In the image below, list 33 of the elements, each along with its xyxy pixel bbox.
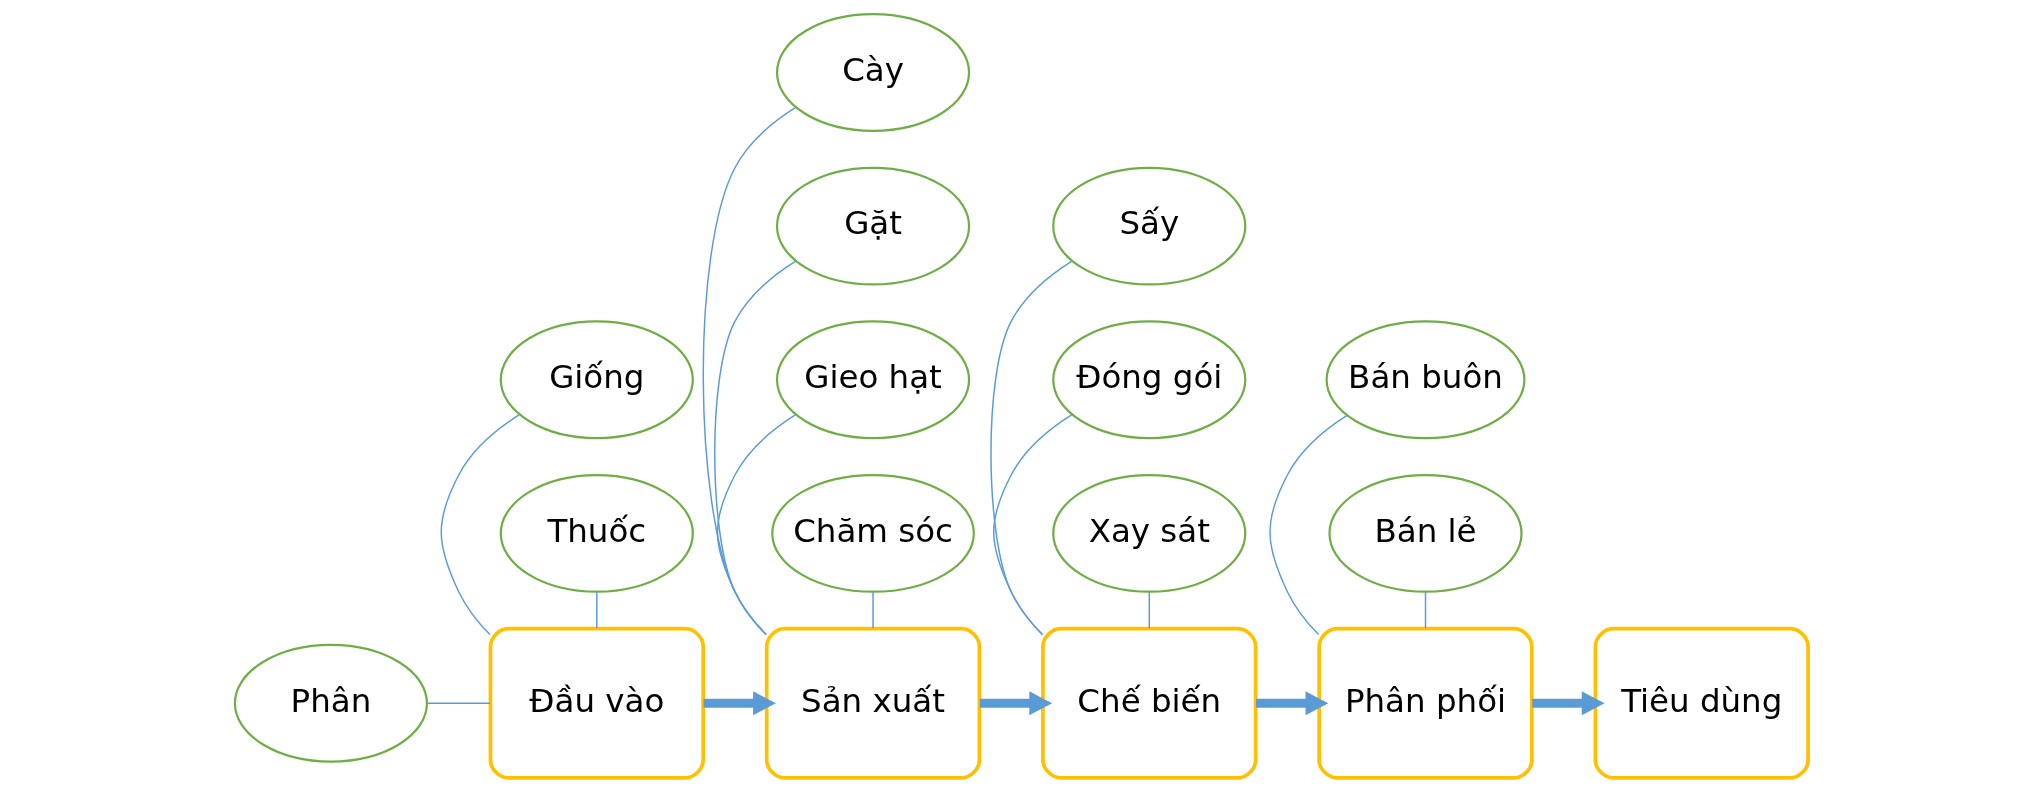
- node-ellipse: Sấy: [1051, 166, 1246, 286]
- connector: [716, 414, 796, 636]
- connector: [425, 702, 491, 704]
- node-ellipse: Thuốc: [499, 473, 694, 593]
- connector: [702, 106, 796, 636]
- node-ellipse: Cày: [775, 13, 970, 132]
- node-ellipse: Xay sát: [1051, 473, 1246, 593]
- arrow: [1531, 691, 1605, 716]
- connector: [595, 591, 598, 629]
- node-ellipse: Bán lẻ: [1327, 473, 1523, 593]
- connector: [989, 260, 1072, 636]
- node-ellipse: Giống: [499, 320, 694, 440]
- node-ellipse: Bán buôn: [1325, 320, 1525, 440]
- arrow: [703, 691, 776, 716]
- arrow: [1255, 691, 1328, 716]
- connector: [713, 260, 796, 636]
- node-ellipse: Gieo hạt: [775, 320, 970, 440]
- connector: [1268, 414, 1348, 636]
- node-ellipse: Chăm sóc: [770, 473, 975, 593]
- node-ellipse: Đóng gói: [1051, 320, 1246, 440]
- node-box: Chế biến: [1040, 626, 1257, 780]
- node-ellipse: Phân: [233, 643, 428, 763]
- node-box: Sản xuất: [764, 626, 981, 780]
- connector: [1148, 591, 1150, 629]
- node-box: Đầu vào: [488, 626, 705, 780]
- connector: [440, 414, 520, 636]
- node-box: Phân phối: [1316, 626, 1534, 780]
- arrow: [979, 691, 1052, 716]
- node-box: Tiêu dùng: [1593, 626, 1810, 780]
- connector: [871, 591, 874, 629]
- connector: [1424, 591, 1426, 629]
- connector: [992, 414, 1072, 636]
- node-ellipse: Gặt: [775, 166, 970, 286]
